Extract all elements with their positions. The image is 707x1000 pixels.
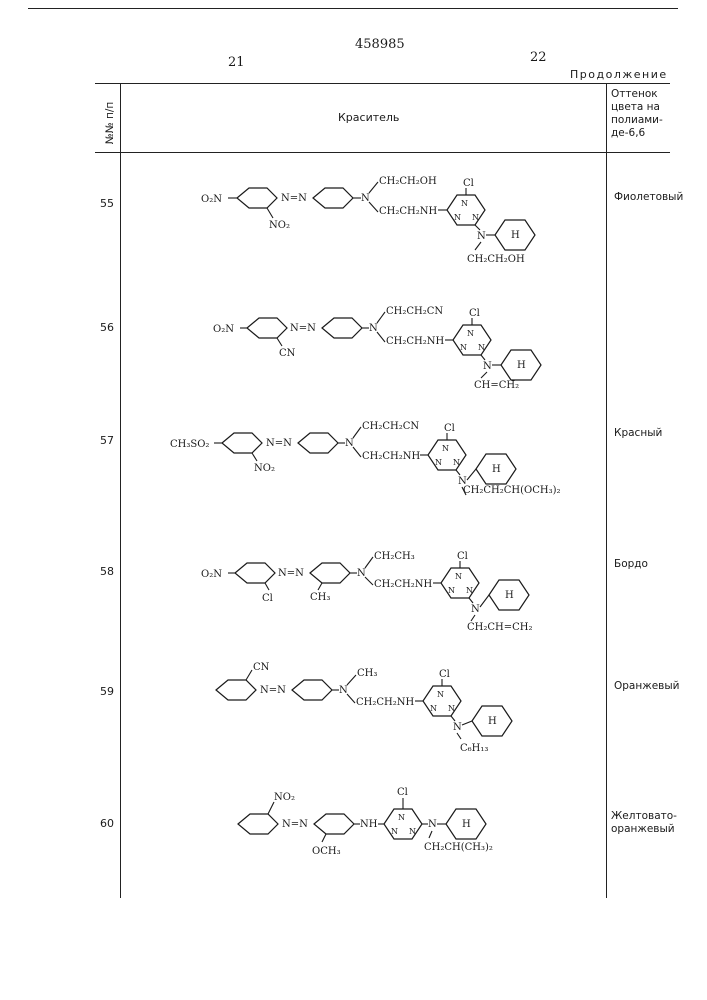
svg-text:N=N: N=N: [282, 819, 308, 830]
svg-text:N: N: [454, 213, 461, 222]
svg-text:NO₂: NO₂: [254, 463, 275, 474]
svg-text:N: N: [409, 827, 416, 836]
structural-formula: O₂N CN N=N N CH₂CH₂CN CH₂CH₂NH N N N Cl …: [207, 290, 587, 390]
svg-text:N: N: [466, 586, 473, 595]
svg-text:CN: CN: [279, 348, 296, 359]
svg-text:H: H: [488, 716, 497, 727]
svg-text:N: N: [435, 458, 442, 467]
svg-text:N: N: [453, 458, 460, 467]
svg-text:NH: NH: [360, 819, 378, 830]
svg-text:N: N: [478, 343, 485, 352]
column-header-shade: Оттенок цвета на полиами- де-6,6: [611, 88, 671, 140]
svg-text:N=N: N=N: [281, 193, 307, 204]
svg-text:N=N: N=N: [290, 323, 316, 334]
svg-text:N: N: [467, 329, 474, 338]
svg-text:N=N: N=N: [266, 438, 292, 449]
svg-text:O₂N: O₂N: [201, 569, 222, 580]
svg-text:CH₂CH₂NH: CH₂CH₂NH: [356, 697, 415, 708]
svg-text:Cl: Cl: [439, 669, 450, 680]
svg-text:NO₂: NO₂: [274, 792, 295, 803]
table-header-rule: [95, 152, 670, 153]
svg-text:Cl: Cl: [457, 551, 468, 562]
svg-text:N: N: [483, 361, 492, 372]
row-shade: Красный: [614, 427, 662, 440]
svg-text:N: N: [391, 827, 398, 836]
svg-text:CH₂CH₂NH: CH₂CH₂NH: [374, 579, 433, 590]
svg-text:CH₃: CH₃: [357, 668, 377, 679]
row-number: 57: [100, 434, 114, 447]
svg-text:H: H: [511, 230, 520, 241]
svg-text:H: H: [492, 464, 501, 475]
svg-text:N: N: [460, 343, 467, 352]
svg-text:H: H: [517, 360, 526, 371]
svg-text:N=N: N=N: [278, 568, 304, 579]
svg-text:N: N: [428, 819, 437, 830]
svg-text:CH₂CH₂NH: CH₂CH₂NH: [379, 206, 438, 217]
svg-text:N: N: [472, 213, 479, 222]
page-number-left: 21: [228, 55, 245, 70]
svg-text:N: N: [437, 690, 444, 699]
svg-text:CH₂CH₃: CH₂CH₃: [374, 551, 415, 562]
row-number: 60: [100, 817, 114, 830]
continuation-label: Продолжение: [570, 68, 668, 81]
svg-text:Cl: Cl: [469, 308, 480, 319]
svg-text:CH=CH₂: CH=CH₂: [474, 380, 519, 391]
row-number: 58: [100, 565, 114, 578]
svg-text:CH₂CH₂CH(OCH₃)₂: CH₂CH₂CH(OCH₃)₂: [463, 485, 561, 496]
structural-formula: NO₂ N=N OCH₃ NH N N N Cl N H CH₂CH(CH₃)₂: [232, 770, 612, 870]
structural-formula: CH₃SO₂ NO₂ N=N N CH₂CH₂CN CH₂CH₂NH N N N…: [168, 403, 588, 503]
svg-text:O₂N: O₂N: [201, 194, 222, 205]
row-shade: Фиолетовый: [614, 191, 683, 204]
col-divider-left: [120, 83, 121, 898]
svg-text:Cl: Cl: [463, 178, 474, 189]
svg-text:NO₂: NO₂: [269, 220, 290, 231]
svg-text:N: N: [357, 568, 366, 579]
column-header-number: №№ п/п: [100, 95, 120, 150]
svg-text:CH₂CH₂NH: CH₂CH₂NH: [386, 336, 445, 347]
column-header-dye: Краситель: [338, 111, 399, 124]
svg-text:CH₂CH₂CN: CH₂CH₂CN: [362, 421, 419, 432]
svg-text:H: H: [462, 819, 471, 830]
row-shade: Бордо: [614, 558, 648, 571]
structural-formula: O₂N Cl N=N CH₃ N CH₂CH₃ CH₂CH₂NH N N N C…: [195, 537, 575, 637]
svg-text:N: N: [453, 722, 462, 733]
row-number: 56: [100, 321, 114, 334]
structural-formula: O₂N NO₂ N=N N CH₂CH₂OH CH₂CH₂NH N N N Cl…: [195, 168, 575, 268]
svg-text:OCH₃: OCH₃: [312, 846, 341, 857]
svg-text:N: N: [448, 704, 455, 713]
svg-text:CH₂CH₂OH: CH₂CH₂OH: [379, 176, 437, 187]
svg-text:N: N: [430, 704, 437, 713]
svg-text:CN: CN: [253, 662, 270, 673]
patent-number: 458985: [355, 37, 405, 52]
svg-text:CH₂CH₂CN: CH₂CH₂CN: [386, 306, 443, 317]
svg-text:N: N: [448, 586, 455, 595]
svg-text:CH₂CH=CH₂: CH₂CH=CH₂: [467, 622, 533, 633]
svg-text:Cl: Cl: [444, 423, 455, 434]
row-shade: Оранжевый: [614, 680, 679, 693]
table-top-rule: [95, 83, 670, 84]
svg-text:Cl: Cl: [397, 787, 408, 798]
svg-text:Cl: Cl: [262, 593, 273, 604]
svg-text:O₂N: O₂N: [213, 324, 234, 335]
row-shade: Желтовато- оранжевый: [611, 810, 677, 836]
svg-text:CH₃SO₂: CH₃SO₂: [170, 439, 209, 450]
svg-text:N: N: [398, 813, 405, 822]
svg-text:N: N: [455, 572, 462, 581]
structural-formula: CN N=N N CH₃ CH₂CH₂NH N N N Cl N H C₆H₁₃: [210, 655, 590, 755]
svg-text:N=N: N=N: [260, 685, 286, 696]
svg-text:N: N: [442, 444, 449, 453]
svg-text:N: N: [477, 231, 486, 242]
svg-text:CH₃: CH₃: [310, 592, 330, 603]
svg-text:CH₂CH(CH₃)₂: CH₂CH(CH₃)₂: [424, 842, 493, 853]
row-number: 59: [100, 685, 114, 698]
top-rule: [28, 8, 678, 9]
svg-text:CH₂CH₂NH: CH₂CH₂NH: [362, 451, 421, 462]
row-number: 55: [100, 197, 114, 210]
page-number-right: 22: [530, 50, 547, 65]
svg-text:CH₂CH₂OH: CH₂CH₂OH: [467, 254, 525, 265]
svg-text:N: N: [471, 604, 480, 615]
svg-text:C₆H₁₃: C₆H₁₃: [460, 743, 488, 754]
svg-text:N: N: [461, 199, 468, 208]
svg-text:H: H: [505, 590, 514, 601]
